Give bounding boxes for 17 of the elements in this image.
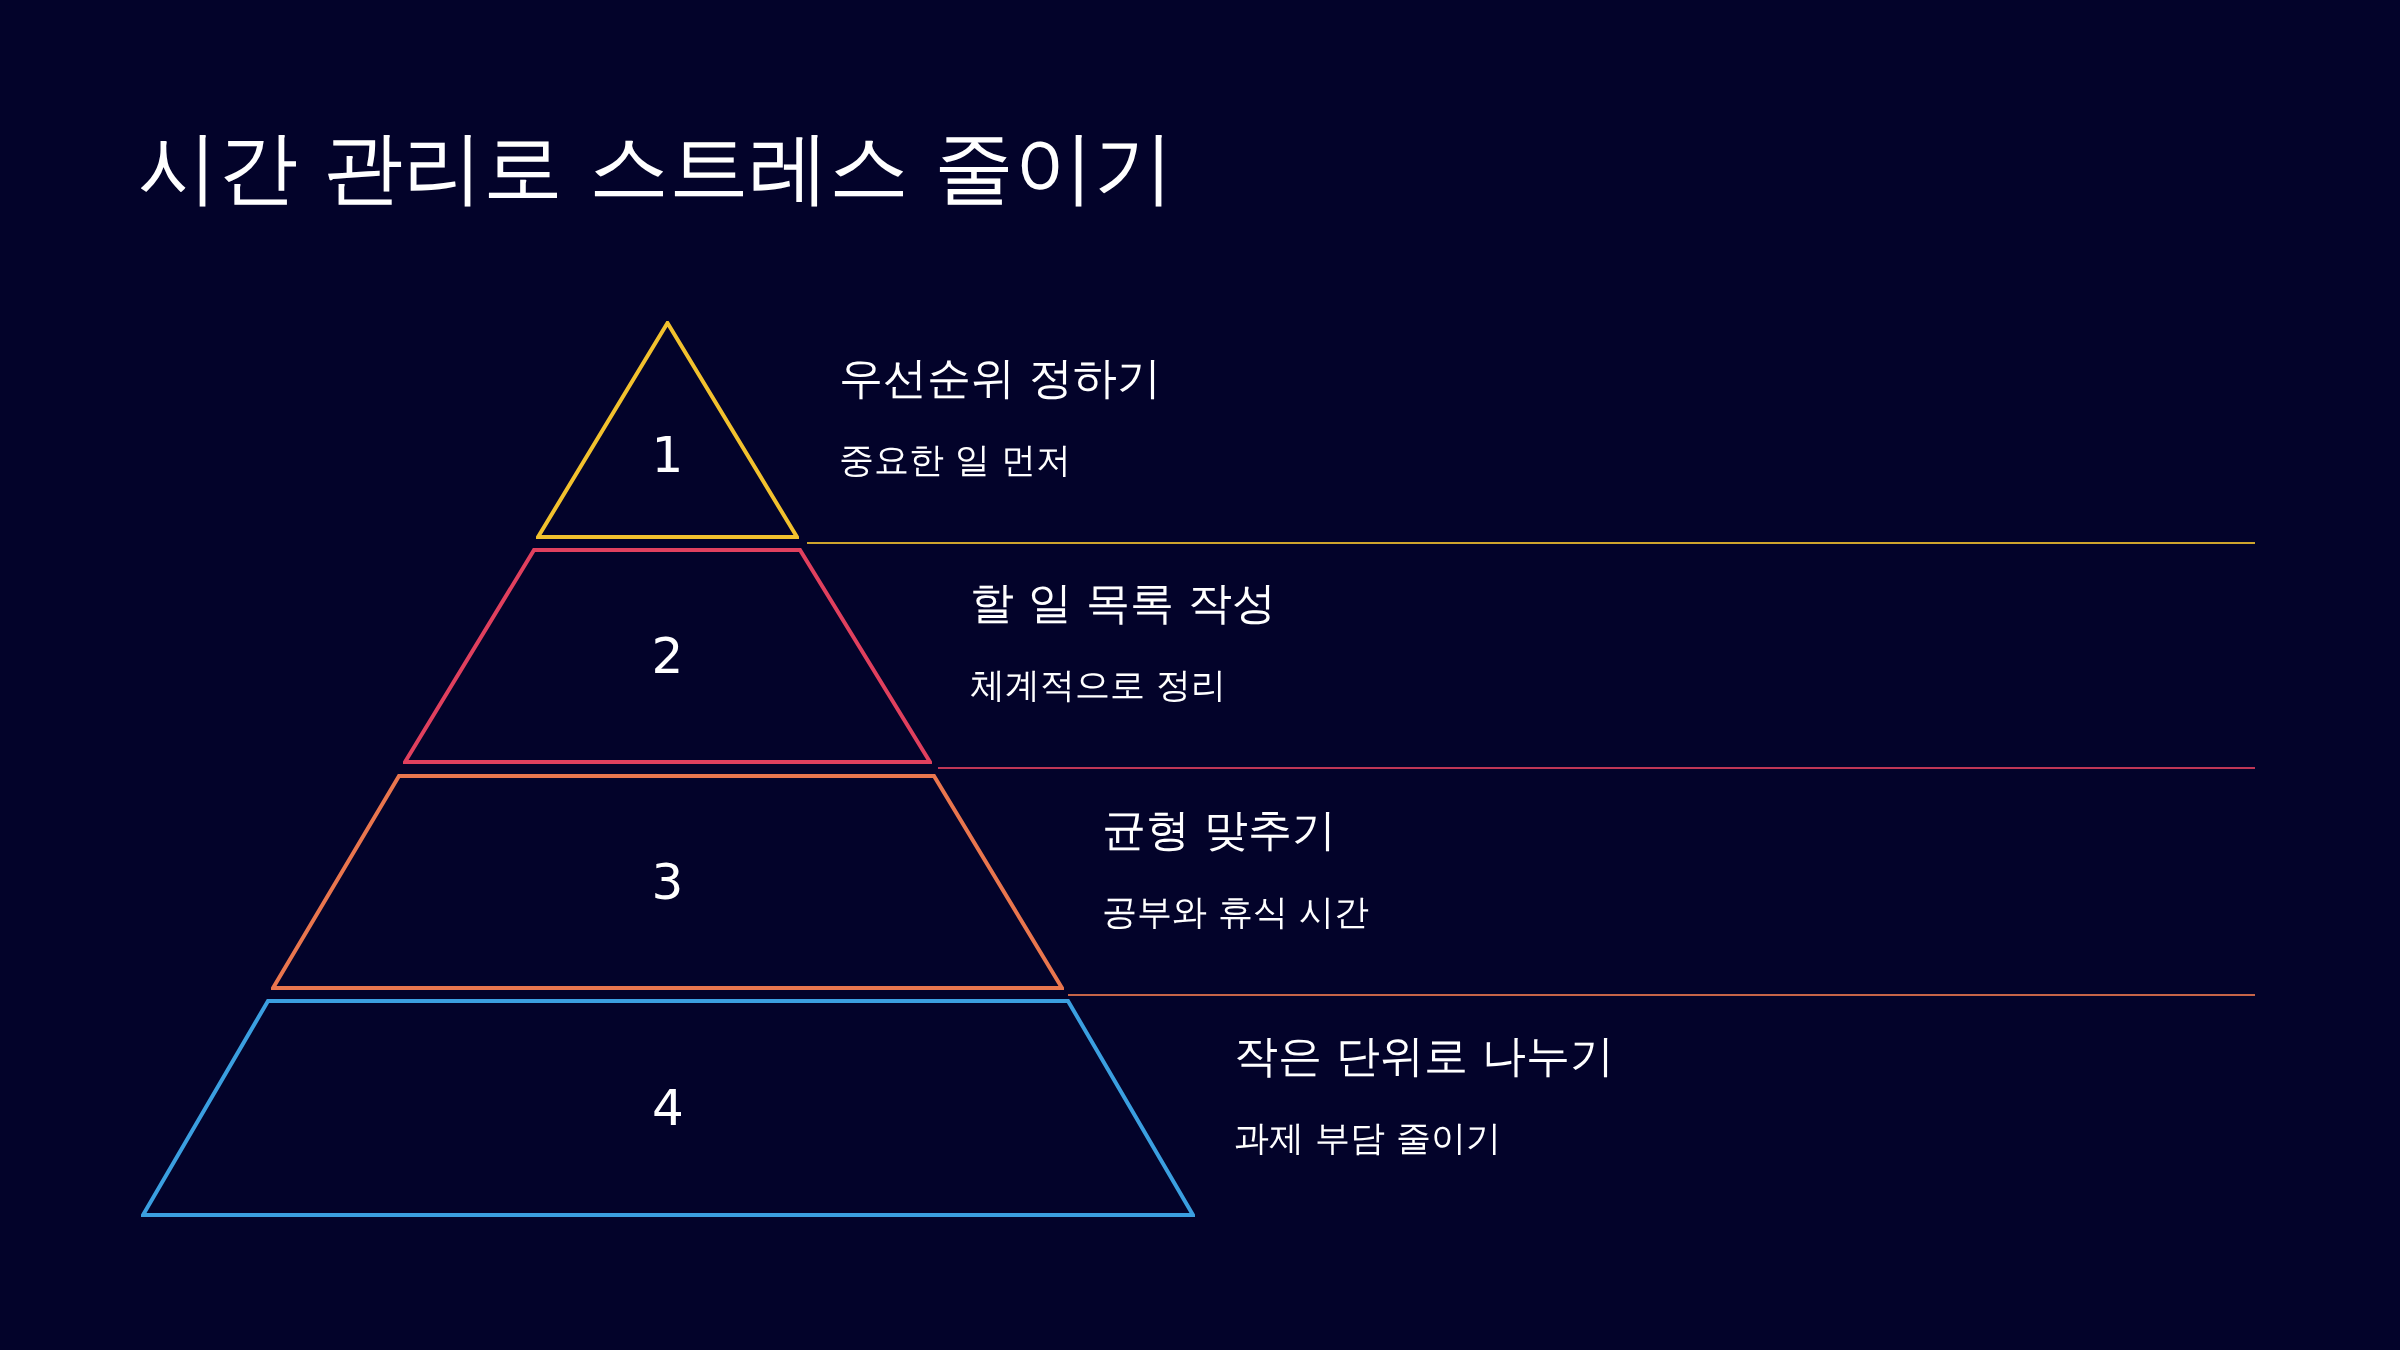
title: 시간 관리로 스트레스 줄이기 (138, 128, 1175, 208)
pyramid-triangle (536, 321, 799, 539)
pyramid-trapezoid (403, 548, 932, 764)
level-heading: 작은 단위로 나누기 (1234, 1029, 1614, 1083)
level-description: 과제 부담 줄이기 (1234, 1117, 1503, 1160)
level-description: 체계적으로 정리 (970, 664, 1228, 707)
pyramid-trapezoid (271, 774, 1064, 990)
level-heading: 균형 맞추기 (1102, 803, 1337, 857)
level-number: 4 (652, 1083, 684, 1133)
level-number: 1 (651, 430, 684, 480)
level-description: 중요한 일 먼저 (839, 439, 1073, 482)
level-heading: 할 일 목록 작성 (970, 576, 1276, 630)
level-number: 3 (651, 857, 684, 907)
level-number: 2 (651, 631, 684, 681)
pyramid-trapezoid (141, 999, 1195, 1217)
level-description: 공부와 휴식 시간 (1102, 891, 1370, 934)
level-heading: 우선순위 정하기 (839, 351, 1161, 405)
